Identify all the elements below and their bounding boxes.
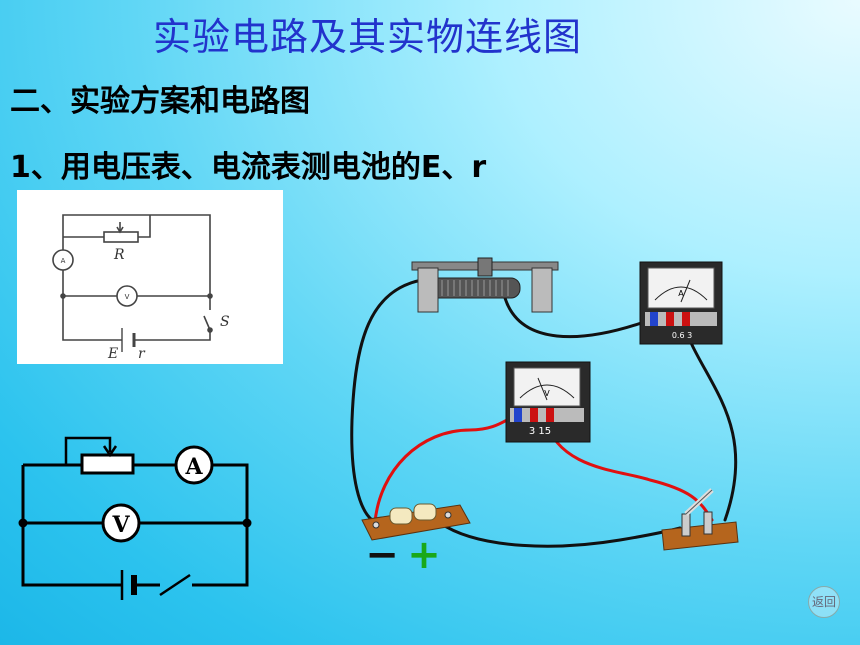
voltmeter-physical (505, 361, 591, 443)
ammeter-physical (639, 261, 723, 345)
schematic-small (52, 214, 213, 352)
subheading: 1、用电压表、电流表测电池的E、r (10, 150, 487, 185)
ammeter-scale: 0.6 3 (672, 331, 692, 340)
battery-positive-sign: + (407, 532, 441, 578)
slide-title: 实验电路及其实物连线图 (152, 15, 582, 59)
section-heading: 二、实验方案和电路图 (10, 84, 310, 119)
voltmeter-scale: 3 15 (529, 426, 551, 437)
knife-switch (661, 488, 739, 551)
rheostat-physical (411, 257, 559, 313)
black-wire-rheostat-to-ammeter (503, 296, 652, 339)
rheostat-label: R (113, 247, 125, 263)
rheostat-symbol (103, 231, 139, 243)
black-wire-battery-to-switch (438, 521, 682, 548)
resistance-label: r (138, 346, 146, 362)
red-wire-battery-to-voltmeter (373, 414, 517, 524)
voltmeter-symbol-large (101, 503, 141, 543)
ammeter-symbol-large (174, 445, 214, 485)
emf-label: E (107, 346, 118, 362)
voltmeter-label-large: V (111, 512, 130, 538)
back-button[interactable]: 返回 (808, 586, 840, 618)
schematic-large (18, 436, 252, 600)
ammeter-label-small: A (61, 257, 66, 265)
switch-label: S (220, 314, 230, 330)
battery-holder (361, 503, 471, 541)
voltmeter-symbol-small (116, 285, 138, 307)
voltmeter-face-letter: V (544, 389, 550, 398)
ammeter-face-letter: A (678, 289, 684, 298)
voltmeter-label-small: V (125, 293, 130, 301)
rheostat-symbol-large (80, 453, 135, 475)
ammeter-label-large: A (184, 454, 203, 480)
black-wire-rheostat-to-battery (350, 278, 424, 522)
battery-negative-sign: − (365, 532, 399, 578)
